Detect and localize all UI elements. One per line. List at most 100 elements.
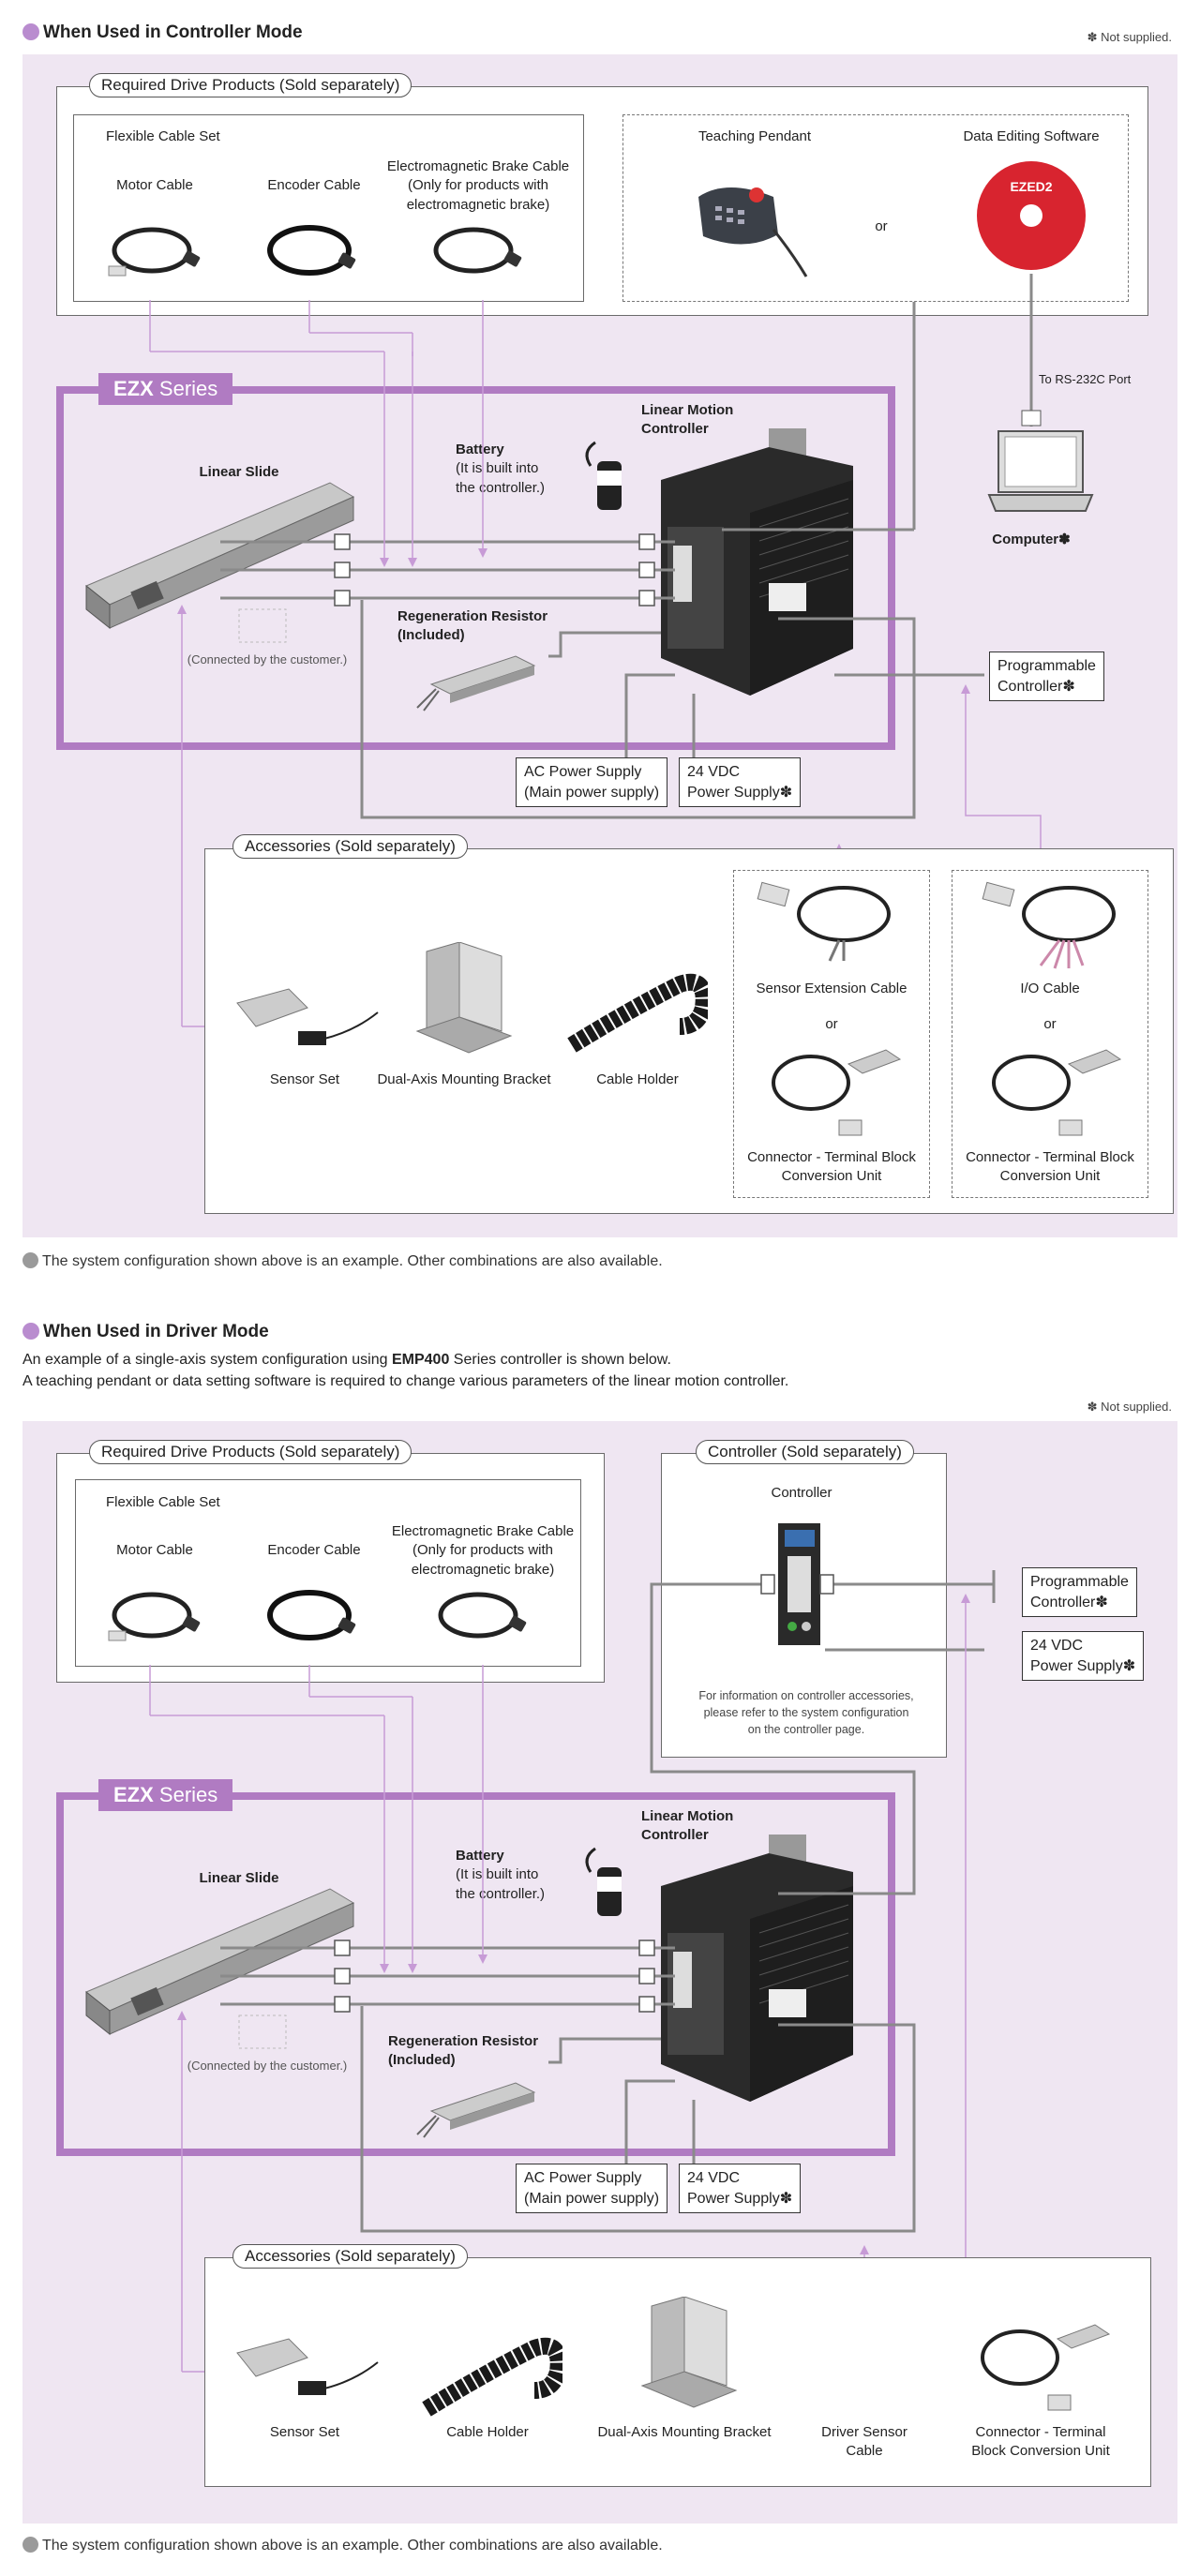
sensor-extension-cable-label: Sensor Extension Cable [756, 981, 908, 996]
teaching-pendant-icon [698, 187, 808, 277]
linear-motion-controller-label-driver: Linear Motion Controller [641, 1808, 734, 1844]
gray-bullet-icon [22, 1252, 38, 1268]
cable-holder-label-driver: Cable Holder [446, 2424, 529, 2440]
driver-intro-line-2: A teaching pendant or data setting softw… [22, 1373, 789, 1389]
computer-icon [987, 430, 1094, 512]
battery-icon-driver [585, 1847, 622, 1916]
sensor-ext-option-box [733, 870, 930, 1198]
or-label: or [875, 218, 888, 234]
footnote-driver-mode: The system configuration shown above is … [22, 2537, 663, 2554]
linear-motion-controller-icon [661, 428, 853, 696]
flexible-cable-set-label: Flexible Cable Set [106, 128, 220, 144]
linear-motion-controller-icon-driver [661, 1835, 853, 2102]
motor-cable-icon [108, 227, 201, 277]
rs232c-label: To RS-232C Port [1039, 372, 1132, 386]
linear-slide-icon [85, 482, 355, 630]
controller-mode-wiring [149, 274, 1042, 1027]
dual-axis-bracket-icon [415, 942, 513, 1054]
section-heading-driver-mode: When Used in Driver Mode [22, 1322, 269, 1342]
cable-holder-icon [567, 973, 708, 1053]
controller-info-text: For information on controller accessorie… [698, 1689, 914, 1737]
io-option-box [952, 870, 1148, 1198]
accessories-title: Accessories (Sold separately) [232, 834, 468, 859]
io-cable-icon [982, 881, 1116, 969]
purple-bullet-icon [22, 23, 39, 40]
ezx-series-frame-driver [56, 1792, 895, 2156]
required-products-title-driver: Required Drive Products (Sold separately… [89, 1440, 412, 1464]
flexible-cable-set-label-driver: Flexible Cable Set [106, 1494, 220, 1510]
linear-slide-icon-driver [85, 1888, 355, 2036]
controller-device-icon [778, 1523, 820, 1645]
battery-label-driver: Battery (It is built into the controller… [456, 1848, 546, 1902]
regeneration-resistor-label: Regeneration Resistor (Included) [398, 608, 548, 644]
encoder-cable-icon [267, 225, 356, 276]
linear-motion-controller-label: Linear Motion Controller [641, 402, 734, 438]
cable-holder-label: Cable Holder [596, 1071, 679, 1087]
encoder-cable-icon-driver [267, 1590, 356, 1640]
sensor-extension-cable-icon [757, 881, 891, 962]
conversion-unit-icon [772, 1049, 902, 1136]
accessories-title-driver: Accessories (Sold separately) [232, 2244, 468, 2269]
sensor-set-icon [236, 988, 379, 1045]
cable-holder-icon-driver [422, 2337, 562, 2417]
motor-cable-icon-driver [108, 1592, 201, 1641]
linear-slide-label: Linear Slide [199, 464, 279, 480]
data-software-label: Data Editing Software [963, 128, 1100, 144]
or-label-io: or [1043, 1016, 1057, 1032]
sensor-set-icon-driver [236, 2338, 379, 2395]
controller-box-title: Controller (Sold separately) [696, 1440, 914, 1464]
conversion-unit-icon-driver [981, 2324, 1111, 2411]
connected-by-customer-label: (Connected by the customer.) [187, 652, 348, 666]
conversion-unit-io-label: Connector - Terminal Block Conversion Un… [966, 1149, 1134, 1185]
regeneration-resistor-icon-driver [416, 2082, 536, 2138]
driver-sensor-cable-label: Driver Sensor Cable [821, 2424, 908, 2460]
controller-label: Controller [771, 1485, 832, 1501]
linear-slide-label-driver: Linear Slide [199, 1870, 279, 1886]
regeneration-resistor-label-driver: Regeneration Resistor (Included) [388, 2033, 539, 2069]
io-cable-label: I/O Cable [1020, 981, 1080, 996]
computer-label: Computer✽ [992, 532, 1071, 547]
svg-text:EZED2: EZED2 [1010, 179, 1052, 194]
ac-power-supply-box: AC Power Supply(Main power supply) [516, 757, 668, 808]
sensor-set-label-driver: Sensor Set [269, 2424, 340, 2440]
motor-cable-label-driver: Motor Cable [116, 1542, 193, 1558]
dual-axis-bracket-label: Dual-Axis Mounting Bracket [377, 1071, 551, 1087]
conversion-unit-io-icon [992, 1049, 1122, 1136]
brake-cable-label: Electromagnetic Brake Cable (Only for pr… [386, 158, 570, 213]
driver-intro-line-1: An example of a single-axis system confi… [22, 1352, 671, 1368]
sensor-set-label: Sensor Set [269, 1071, 340, 1087]
ezx-series-tab: EZX Series [98, 373, 233, 405]
ac-power-supply-box-driver: AC Power Supply(Main power supply) [516, 2164, 668, 2214]
battery-label: Battery (It is built into the controller… [456, 442, 546, 496]
dual-axis-bracket-label-driver: Dual-Axis Mounting Bracket [597, 2424, 772, 2440]
purple-bullet-icon [22, 1323, 39, 1340]
motor-cable-label: Motor Cable [116, 177, 193, 193]
teaching-pendant-label: Teaching Pendant [698, 128, 812, 144]
battery-icon [585, 441, 622, 510]
regeneration-resistor-icon [416, 655, 536, 711]
not-supplied-note-driver: ✽ Not supplied. [1087, 1400, 1172, 1414]
data-software-cd-icon: EZED2 [977, 161, 1086, 270]
gray-bullet-icon [22, 2537, 38, 2553]
brake-cable-icon-driver [438, 1592, 527, 1639]
connected-by-customer-label-driver: (Connected by the customer.) [187, 2059, 348, 2073]
dual-axis-bracket-icon-driver [640, 2297, 738, 2408]
required-products-title: Required Drive Products (Sold separately… [89, 73, 412, 97]
section-heading-controller-mode: When Used in Controller Mode [22, 22, 303, 43]
or-label-sensor: or [825, 1016, 838, 1032]
not-supplied-note: ✽ Not supplied. [1087, 30, 1172, 44]
ezx-series-frame [56, 386, 895, 750]
encoder-cable-label-driver: Encoder Cable [267, 1542, 361, 1558]
conversion-unit-label-driver: Connector - Terminal Block Conversion Un… [971, 2424, 1110, 2460]
conversion-unit-label: Connector - Terminal Block Conversion Un… [747, 1149, 916, 1185]
encoder-cable-label: Encoder Cable [267, 177, 361, 193]
footnote-controller-mode: The system configuration shown above is … [22, 1252, 663, 1270]
brake-cable-label-driver: Electromagnetic Brake Cable (Only for pr… [391, 1523, 575, 1578]
brake-cable-icon [433, 227, 522, 274]
